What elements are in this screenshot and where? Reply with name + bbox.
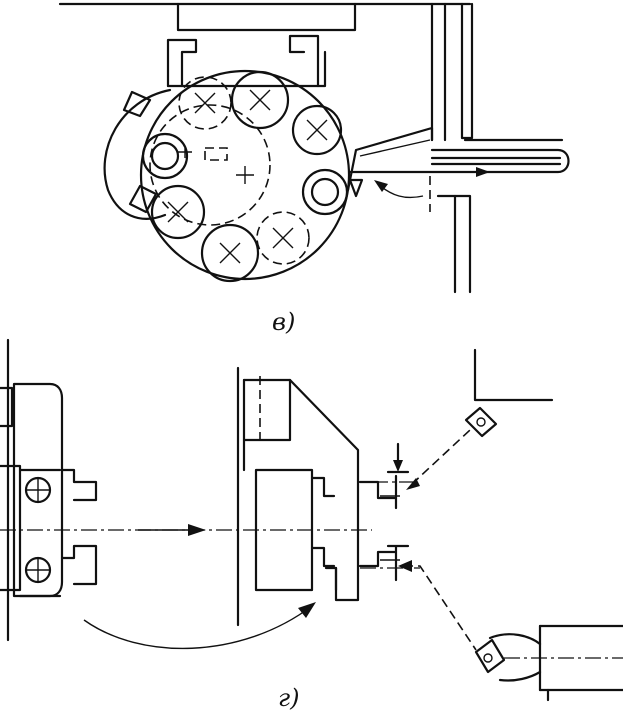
figure-label-upper: в) xyxy=(272,308,296,336)
lower-view-tool-exchange xyxy=(0,338,623,702)
figure-label-lower: г) xyxy=(278,684,300,712)
upper-view-turret-drum xyxy=(58,2,570,294)
